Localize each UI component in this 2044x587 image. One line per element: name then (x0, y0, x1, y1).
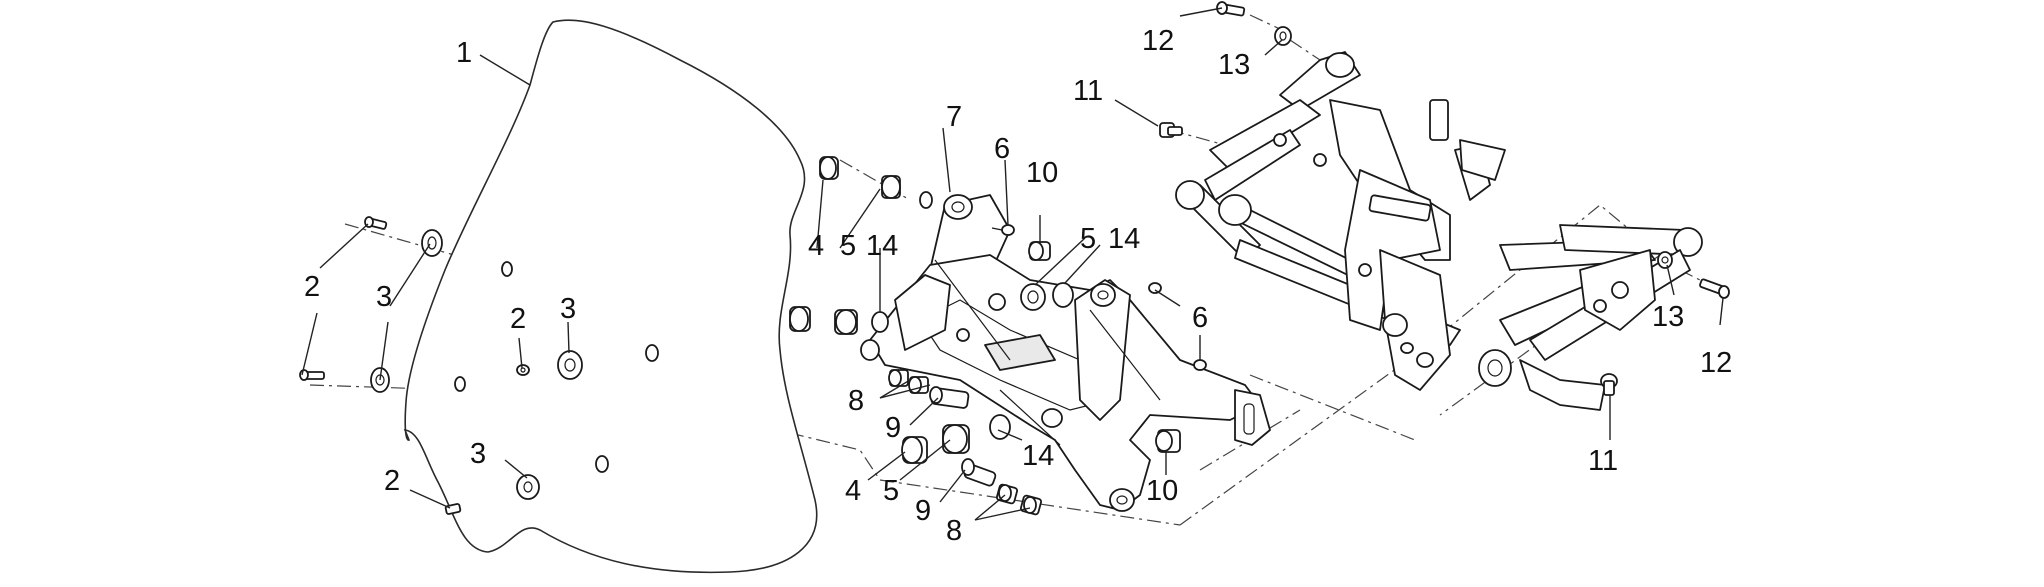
washer-13-right (1657, 251, 1673, 269)
callout-13: 13 (1218, 49, 1250, 81)
screw-2-mid (516, 364, 530, 376)
headstock-frame (1175, 51, 1703, 411)
callout-4: 4 (845, 475, 861, 507)
nut-10-bottom (1155, 429, 1181, 453)
callout-3: 3 (560, 293, 576, 325)
callout-4: 4 (808, 230, 824, 262)
callout-9: 9 (885, 412, 901, 444)
callout-6: 6 (1192, 302, 1208, 334)
screw-2-left (299, 369, 325, 381)
screw-2-bottom (444, 503, 462, 515)
grommet-4-low (901, 436, 928, 464)
screen-hole (595, 455, 609, 473)
pin-9-mid (929, 386, 970, 409)
screw-6-right (1148, 282, 1207, 371)
washer-14-top (919, 191, 933, 209)
callout-12: 12 (1142, 25, 1174, 57)
screw-2-top (364, 216, 388, 230)
callout-5: 5 (1080, 223, 1096, 255)
callout-6: 6 (994, 133, 1010, 165)
callout-5: 5 (883, 475, 899, 507)
support-bracket (860, 194, 1271, 512)
screen-hole (645, 344, 659, 362)
bushing-5-low (942, 424, 970, 454)
leader-lines (301, 7, 1724, 521)
bolt-12-right (1699, 278, 1730, 299)
bushing-5-right (1020, 283, 1046, 311)
callout-11: 11 (1588, 445, 1618, 477)
callout-1: 1 (456, 37, 472, 69)
callout-8: 8 (848, 385, 864, 417)
grommet-4-top (819, 156, 839, 180)
bolt-11-right (1600, 373, 1618, 396)
nut-10-top (1028, 241, 1051, 261)
bolt-12-top (1216, 1, 1246, 17)
callout-10: 10 (1146, 475, 1178, 507)
washer-14-right (1052, 282, 1074, 308)
pin-9-low (961, 458, 997, 487)
washer-3-left (370, 367, 390, 393)
callout-9: 9 (915, 495, 931, 527)
screen-hole (501, 261, 513, 277)
washer-14-mid (871, 311, 889, 333)
callout-3: 3 (376, 281, 392, 313)
callout-5: 5 (840, 230, 856, 262)
callout-14: 14 (1108, 223, 1140, 255)
callout-11: 11 (1073, 75, 1103, 107)
washer-3-mid (557, 350, 583, 380)
callout-8: 8 (946, 515, 962, 547)
callout-labels: 1 2 3 2 3 2 3 4 5 14 7 6 10 5 14 6 8 9 1… (304, 25, 1732, 547)
callout-2: 2 (304, 271, 320, 303)
bracket-mount-hole (1041, 408, 1063, 428)
washer-14-low (989, 414, 1011, 440)
callout-14: 14 (1022, 440, 1054, 472)
callout-2: 2 (384, 465, 400, 497)
callout-13: 13 (1652, 301, 1684, 333)
callout-7: 7 (946, 101, 962, 133)
screw-6-top (991, 224, 1015, 236)
callout-12: 12 (1700, 347, 1732, 379)
screen-hole (454, 376, 466, 392)
callout-10: 10 (1026, 157, 1058, 189)
callout-2: 2 (510, 303, 526, 335)
washer-3-bottom (516, 474, 540, 500)
bushing-5-top (881, 175, 901, 199)
callout-3: 3 (470, 438, 486, 470)
windscreen (403, 19, 818, 574)
grommet-4-mid (789, 306, 811, 332)
bolt-11-left (1159, 122, 1183, 138)
bushing-5-mid (834, 309, 858, 335)
callout-14: 14 (866, 230, 898, 262)
washer-13-top (1274, 26, 1292, 46)
